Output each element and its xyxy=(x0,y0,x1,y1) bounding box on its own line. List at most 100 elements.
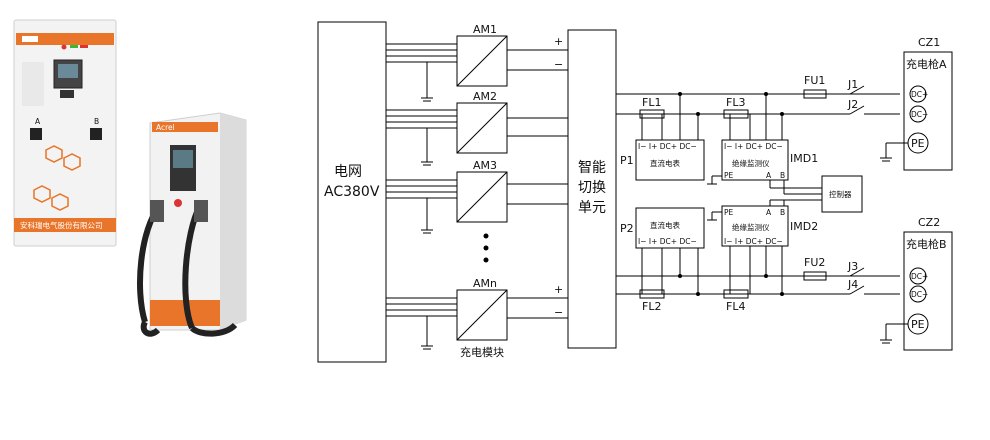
filter-label-fl3: FL3 xyxy=(726,96,745,109)
module-label-am2: AM2 xyxy=(473,90,497,103)
hex-decor xyxy=(63,153,81,171)
imd1-box xyxy=(721,139,789,181)
cabinet-bottom-band xyxy=(14,218,116,232)
cabinet-top-band xyxy=(16,33,114,45)
fuse-label-fu2: FU2 xyxy=(804,256,825,269)
imd1-b-term: B xyxy=(780,171,785,180)
imd2-label: IMD2 xyxy=(790,220,818,233)
hex-decor xyxy=(45,145,63,163)
gun-port-b xyxy=(90,128,102,140)
junction xyxy=(696,292,700,296)
plus-sign-am1: + xyxy=(554,35,563,48)
imd2-b-term: B xyxy=(780,208,785,217)
module-label-am3: AM3 xyxy=(473,159,497,172)
fuse-fu1 xyxy=(803,89,827,99)
gun-box-cz1 xyxy=(903,51,953,171)
gun-box-cz2 xyxy=(903,231,953,351)
gun-name-b: 充电枪B xyxy=(906,237,947,251)
meter-name-p1: 直流电表 xyxy=(650,158,680,168)
filter-fl2 xyxy=(639,289,665,299)
dc-minus-terminal-a xyxy=(909,105,927,123)
cabinet-logo xyxy=(22,36,38,42)
filter-label-fl2: FL2 xyxy=(642,300,661,313)
emergency-stop xyxy=(174,199,182,207)
relay-label-j1: J1 xyxy=(847,78,858,91)
switch-unit-line1: 智能 xyxy=(578,160,606,176)
company-name: 安科瑞电气股份有限公司 xyxy=(20,220,103,230)
charging-module-amn xyxy=(386,289,568,350)
switch-unit-line3: 单元 xyxy=(578,200,606,216)
grid-voltage-label: AC380V xyxy=(324,184,380,200)
dc-plus-label-a: DC+ xyxy=(911,90,928,99)
port-a-label: A xyxy=(35,117,41,126)
imd2-a-term: A xyxy=(766,208,772,217)
meter-name-p2: 直流电表 xyxy=(650,220,680,230)
charging-cabinet-front: A B 安科瑞电气股份有限公司 xyxy=(13,19,117,247)
cabinet-info-plate xyxy=(22,62,44,106)
filter-label-fl1: FL1 xyxy=(642,96,661,109)
charging-pile-3d: Acrel xyxy=(137,112,247,337)
hex-decor xyxy=(51,193,69,211)
p1-label: P1 xyxy=(620,154,634,167)
meter-terminals-p1: I− I+ DC+ DC− xyxy=(638,142,697,151)
pe-label-a: PE xyxy=(911,137,925,150)
imd2-box xyxy=(721,205,789,247)
junction xyxy=(678,92,682,96)
ellipsis-dot xyxy=(483,245,489,251)
plus-sign-amn: + xyxy=(554,283,563,296)
junction xyxy=(780,112,784,116)
imd2-terminals: I− I+ DC+ DC− xyxy=(724,237,783,246)
switch-unit-line2: 切换 xyxy=(578,179,606,196)
dc-plus-terminal-a xyxy=(909,85,927,103)
junction xyxy=(780,292,784,296)
pile-top-band xyxy=(152,122,218,132)
charging-module-am2 xyxy=(386,102,568,166)
gun-name-a: 充电枪A xyxy=(906,57,947,71)
relay-label-j3: J3 xyxy=(847,260,858,273)
indicator-green-light xyxy=(70,45,78,48)
imd2-pe: PE xyxy=(724,208,734,217)
imd1-label: IMD1 xyxy=(790,152,818,165)
junction xyxy=(678,274,682,278)
hex-decor xyxy=(33,185,51,203)
pe-label-b: PE xyxy=(911,318,925,331)
p2-label: P2 xyxy=(620,222,634,235)
minus-sign-am1: − xyxy=(554,58,563,71)
dc-plus-terminal-b xyxy=(909,267,927,285)
junction xyxy=(764,274,768,278)
imd1-name: 绝缘监测仪 xyxy=(732,158,770,168)
charging-module-am1 xyxy=(386,35,568,102)
module-label-am1: AM1 xyxy=(473,23,497,36)
card-reader xyxy=(60,90,74,98)
charging-gun-a xyxy=(150,200,164,222)
junction xyxy=(696,112,700,116)
pile-display xyxy=(173,150,193,168)
module-group-label: 充电模块 xyxy=(460,345,504,359)
junction xyxy=(764,92,768,96)
port-b-label: B xyxy=(94,117,99,126)
indicator-red-light xyxy=(61,44,67,50)
dc-minus-terminal-b xyxy=(909,285,927,303)
charging-gun-b xyxy=(194,200,208,222)
dc-minus-label-a: DC− xyxy=(911,110,928,119)
filter-label-fl4: FL4 xyxy=(726,300,745,313)
dc-meter-p2 xyxy=(635,207,705,249)
gun-box-label-cz1: CZ1 xyxy=(918,36,940,49)
relay-label-j2: J2 xyxy=(847,98,858,111)
charging-module-am3 xyxy=(386,171,568,234)
screen-display xyxy=(58,64,78,78)
indicator-red-light-2 xyxy=(80,45,88,48)
pile-logo: Acrel xyxy=(156,123,175,132)
relay-label-j4: J4 xyxy=(847,278,858,291)
imd1-pe: PE xyxy=(724,171,734,180)
meter-terminals-p2: I− I+ DC+ DC− xyxy=(638,237,697,246)
dc-plus-label-b: DC+ xyxy=(911,272,928,281)
smart-switch-unit xyxy=(567,29,617,349)
ellipsis-dot xyxy=(483,233,489,239)
grid-label: 电网 xyxy=(334,164,362,180)
fuse-label-fu1: FU1 xyxy=(804,74,825,87)
imd2-name: 绝缘监测仪 xyxy=(732,222,770,232)
gun-box-label-cz2: CZ2 xyxy=(918,216,940,229)
